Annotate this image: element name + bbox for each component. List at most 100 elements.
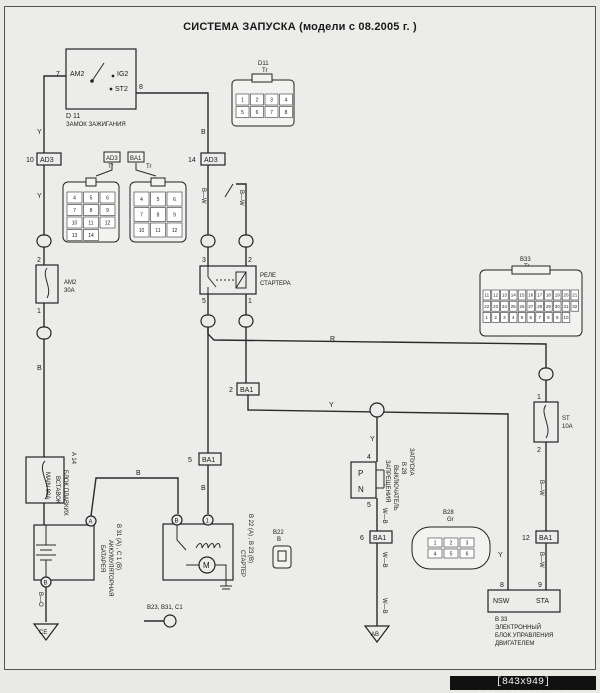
b33-pin-number: 6 — [530, 315, 533, 320]
ground-ref-label: B23, B31, C1 — [147, 605, 183, 611]
ba1-pin-cell — [133, 191, 150, 207]
relay-pin-5: 5 — [202, 298, 206, 305]
d11-connector-id: D11 — [258, 61, 269, 67]
d11-pin-number: 3 — [270, 97, 273, 103]
starter-pin-1 — [202, 514, 214, 526]
b33-pin-cell — [526, 289, 535, 301]
inline-connector-mid-1 — [200, 234, 216, 248]
ba1-pin-cell — [150, 191, 166, 207]
b33-pin-cell — [491, 289, 500, 301]
wire-label-b-mid-2: B — [201, 485, 206, 492]
ad3-right-pin: 14 — [188, 157, 196, 164]
ecu-id: B 33 — [495, 617, 508, 623]
ecu-name-2: БЛОК УПРАВЛЕНИЯ — [495, 633, 553, 639]
inline-connector-mid-2 — [200, 314, 216, 328]
d11-pin-cell — [264, 106, 279, 118]
starter-relay-box — [199, 265, 257, 295]
b33-pin-number: 31 — [563, 304, 569, 309]
b33-pin-cell — [561, 312, 571, 323]
ad3-left-block — [36, 152, 62, 166]
am2-fuse-pin-top: 2 — [37, 257, 41, 264]
ecu-box — [487, 589, 561, 613]
b33-pin-number: 25 — [511, 304, 517, 309]
starter-solenoid-coil — [195, 543, 221, 549]
ad3-right-label: AD3 — [204, 157, 218, 164]
ba1-pin-number: 12 — [172, 228, 178, 234]
b33-pin-cell — [482, 312, 491, 323]
wire-label-b-left: B — [37, 365, 42, 372]
battery-side-1: B 31 (A) , C 1 (B) — [115, 524, 121, 570]
main-fuse-side-2: БЛОК ПЛАВКИХ — [62, 470, 68, 516]
d11-pin-cell — [279, 106, 293, 118]
st-fuse-pin-bot: 2 — [537, 447, 541, 454]
ignition-ig2-label: IG2 — [117, 71, 128, 78]
b33-connector-id: B33 — [520, 257, 531, 263]
b33-pin-cell — [517, 300, 527, 312]
wire-break-mark — [224, 183, 234, 198]
b28-pin-number: 4 — [434, 551, 437, 557]
b33-pin-number: 11 — [484, 293, 489, 298]
d11-connector-color: Tr — [262, 68, 267, 74]
battery-side-2: АККУМУЛЯТОРНАЯ — [107, 540, 113, 596]
b33-pin-number: 16 — [528, 293, 534, 298]
b33-pin-cell — [553, 300, 562, 312]
ignition-st2-label: ST2 — [115, 86, 128, 93]
b28-pin-number: 3 — [466, 540, 469, 546]
d11-pin-number: 2 — [256, 97, 259, 103]
ground-ce-label: CE — [39, 630, 47, 636]
ba1-pin-number: 9 — [173, 212, 176, 218]
neutral-start-switch: Y 4 P N B 28 ВЫКЛЮЧАТЕЛЬ ЗАПРЕЩЕНИЯ ЗАПУ… — [350, 402, 491, 643]
starter-ground-lead — [215, 564, 227, 586]
b33-pin-cell — [482, 300, 491, 312]
inline-connector-right-2 — [238, 314, 254, 328]
starter-pin-b-label: B — [175, 519, 179, 525]
ad3-pin-number: 11 — [88, 220, 93, 226]
relay-pin-3: 3 — [202, 257, 206, 264]
am2-fuse-pin-bot: 1 — [37, 308, 41, 315]
main-fuse-element — [41, 460, 49, 500]
b33-pin-cell — [509, 300, 518, 312]
relay-label-2: СТАРТЕРА — [260, 281, 291, 287]
diagram-title: СИСТЕМА ЗАПУСКА (модели с 08.2005 г. ) — [183, 21, 417, 33]
b33-pin-number: 14 — [511, 293, 517, 298]
b33-pin-number: 22 — [484, 304, 490, 309]
b33-pin-number: 12 — [493, 293, 499, 298]
b22-connector-pin — [277, 550, 287, 562]
wire-label-bw-mid: B—W — [200, 188, 206, 204]
b33-pin-number: 32 — [572, 304, 578, 309]
left-circuit: Y 10 AD3 Y 2 AM2 30A 1 B MAIN 80A A 14 Б… — [25, 75, 121, 641]
b33-pin-cell — [544, 289, 553, 301]
ba1-wb-block — [369, 530, 393, 544]
ba1-left-pin: 5 — [188, 457, 192, 464]
ad3-pin-cell — [83, 204, 99, 216]
ba1-mid-label: BA1 — [240, 387, 253, 394]
ad3-pin-cell — [83, 229, 99, 241]
wire-st2-to-ad3 — [136, 92, 209, 153]
inline-connector-left-2 — [36, 326, 52, 340]
ba1-pin-number: 10 — [139, 228, 145, 234]
relay-coil-diag — [235, 271, 247, 289]
ba1-pin-number: 4 — [140, 197, 143, 203]
wire-ignition-to-ad3 — [43, 75, 66, 153]
st-fuse-label-2: 10A — [562, 424, 573, 430]
ecu-sta-label: STA — [536, 598, 549, 605]
ad3-tag-color: Tr — [108, 164, 113, 170]
ba1-tag-label: BA1 — [130, 156, 142, 162]
ad3-pin-number: 14 — [88, 233, 94, 239]
ad3-pin-cell — [66, 216, 83, 229]
st-fuse-element — [543, 404, 549, 439]
am2-fuse-element — [44, 267, 50, 299]
b33-pin-cell — [517, 289, 527, 301]
ba1-pin-number: 11 — [155, 228, 160, 234]
ignition-ig2-contact — [111, 74, 115, 78]
wire-label-y-nsw: Y — [370, 436, 375, 443]
nsw-side-3: ЗАПРЕЩЕНИЯ — [384, 460, 390, 502]
b33-pin-cell — [517, 312, 527, 323]
ba1-tag-leader — [135, 163, 157, 177]
ignition-contact-pivot — [90, 79, 94, 83]
ad3-pin-number: 7 — [73, 208, 76, 214]
battery-pin-b-label: B — [44, 581, 48, 587]
